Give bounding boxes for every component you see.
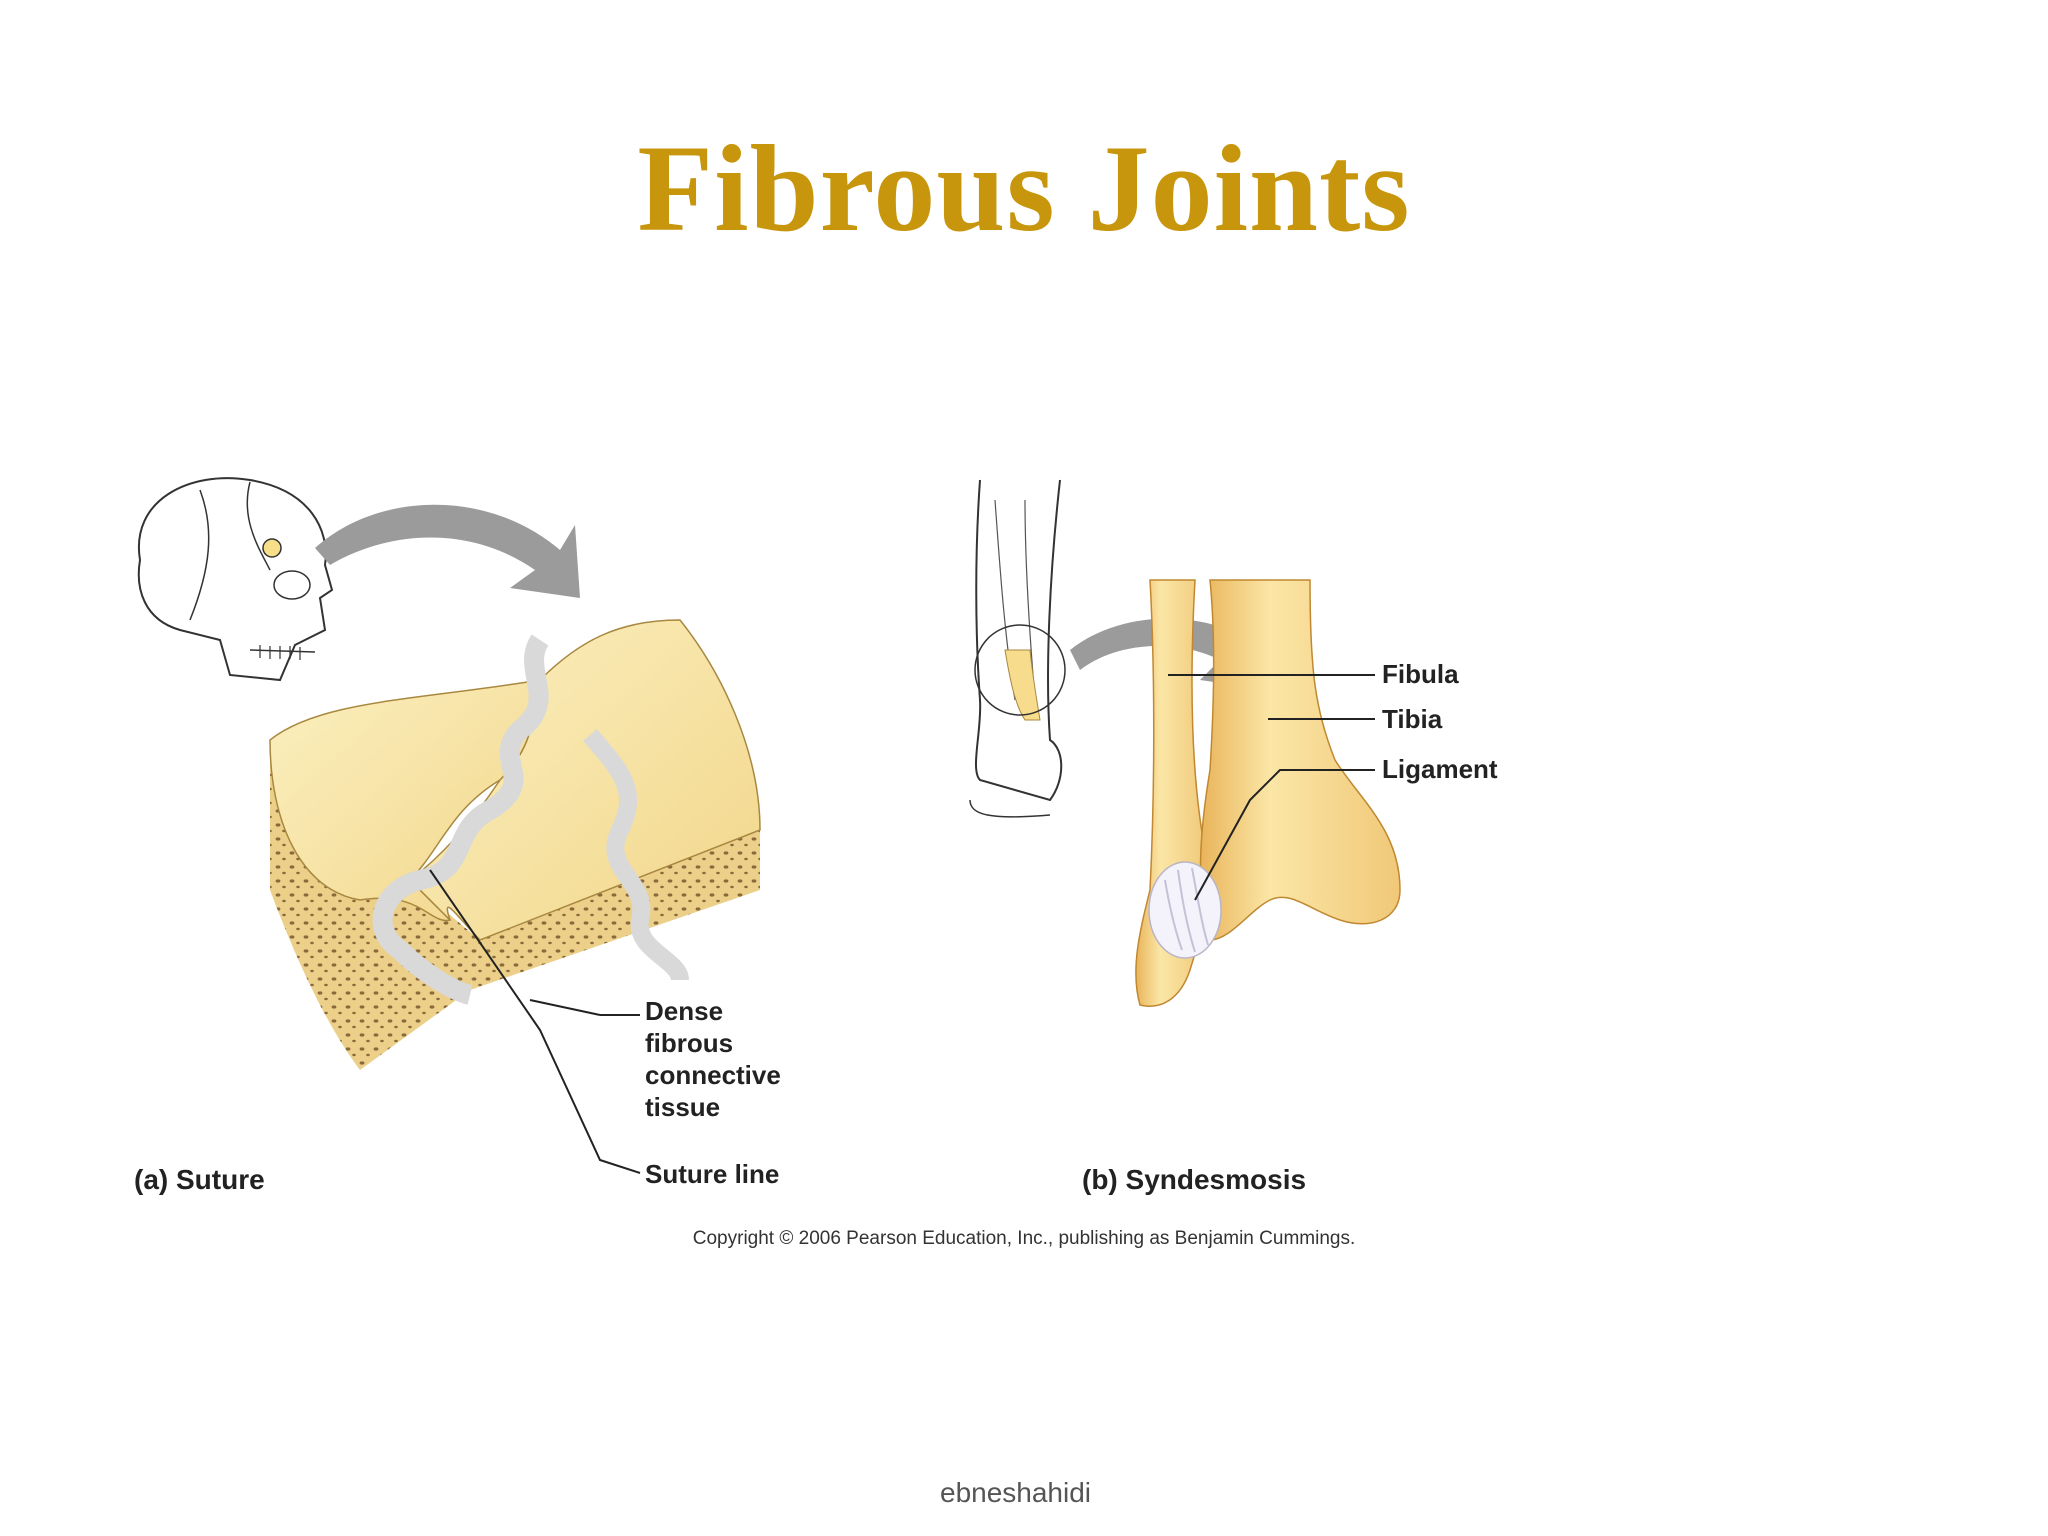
dense-line-1: Dense <box>645 996 724 1026</box>
leg-icon <box>969 479 1066 818</box>
label-ligament: Ligament <box>1382 754 1498 784</box>
fibrous-joints-figure: Dense fibrous connective tissue Suture l… <box>120 470 1940 1270</box>
label-tibia: Tibia <box>1382 704 1443 734</box>
leader-line-ligament <box>1194 769 1375 901</box>
dense-line-4: tissue <box>645 1092 721 1122</box>
dense-line-2: fibrous <box>645 1028 734 1058</box>
zoom-arrow-icon-a <box>315 504 580 598</box>
slide-title: Fibrous Joints <box>637 120 1411 257</box>
suture-bone-block <box>269 619 761 1070</box>
leader-line-suture <box>429 869 641 1174</box>
dense-line-3: connective <box>645 1060 781 1090</box>
leader-line-dense <box>529 999 601 1016</box>
panel-b-label: (b) Syndesmosis <box>1082 1164 1307 1195</box>
skull-icon <box>137 477 334 682</box>
label-suture-line: Suture line <box>645 1159 780 1189</box>
ligament-shape <box>1148 861 1222 959</box>
label-fibula: Fibula <box>1382 659 1459 689</box>
tibia-shape <box>1199 579 1401 941</box>
figure-illustration <box>137 477 1401 1174</box>
panel-a-label: (a) Suture <box>134 1164 265 1195</box>
tibia-fibula-illustration <box>1135 579 1401 1007</box>
footer-watermark-text: ebneshahidi <box>940 1477 1092 1508</box>
copyright-text: Copyright © 2006 Pearson Education, Inc.… <box>692 1228 1356 1249</box>
label-dense-fibrous-tissue: Dense fibrous connective tissue <box>645 995 781 1123</box>
